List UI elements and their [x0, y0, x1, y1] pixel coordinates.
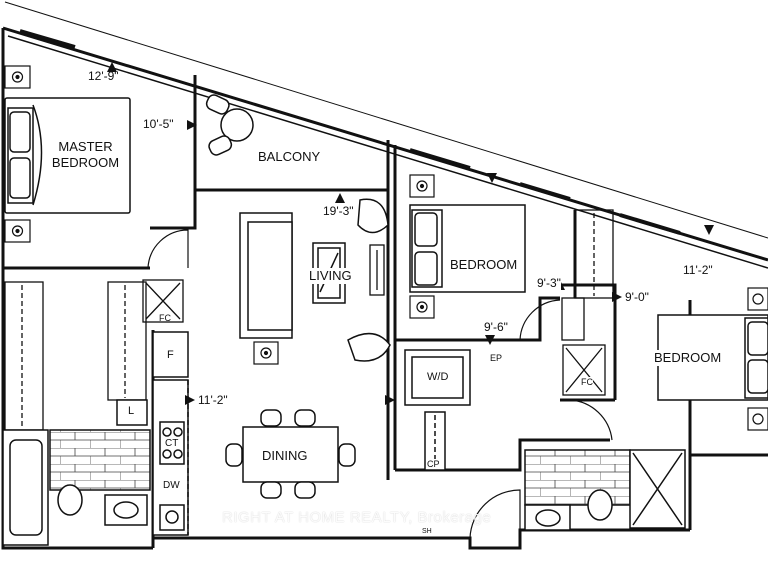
- washer-dryer-label: W/D: [427, 371, 449, 383]
- bathroom-1: [2, 429, 151, 546]
- dim-bedroom-right-depth: 9'-0": [625, 290, 649, 304]
- hall-door: [569, 399, 613, 441]
- dim-living-width: 19'-3": [323, 204, 354, 218]
- center-closet: [561, 209, 614, 341]
- master-door: [147, 229, 189, 269]
- living-label: LIVING: [309, 268, 352, 284]
- tv-console: [369, 244, 385, 296]
- master-bedroom-label: MASTER BEDROOM: [48, 139, 123, 171]
- dim-bedroom-right-width: 11'-2": [683, 263, 713, 277]
- dim-bedroom-center-a: 9'-3": [537, 276, 561, 290]
- fc-right-label: FC: [581, 377, 593, 387]
- dim-kitchen-length: 11'-2": [198, 393, 228, 407]
- entry-door: [469, 489, 521, 539]
- armchairs: [347, 198, 391, 362]
- right-fc: [562, 344, 606, 396]
- living-outlet: [253, 341, 279, 365]
- master-bed: [4, 97, 131, 214]
- balcony-label: BALCONY: [258, 149, 321, 164]
- dim-bedroom-center-b: 9'-6": [484, 320, 508, 334]
- bedroom-center-label: BEDROOM: [450, 257, 518, 273]
- center-bed: [409, 204, 526, 293]
- dining-set: [225, 409, 356, 499]
- cp-label: CP: [427, 459, 440, 469]
- nightstand-icons: [4, 65, 31, 243]
- right-outlets: [747, 287, 768, 431]
- linen-label: L: [128, 405, 135, 417]
- sofa: [239, 212, 293, 339]
- laundry: [404, 349, 471, 471]
- dining-label: DINING: [262, 448, 308, 464]
- center-outlets: [409, 174, 435, 319]
- master-bedroom-text: MASTER BEDROOM: [51, 139, 120, 170]
- ep-label: EP: [490, 353, 503, 363]
- bathroom-2: [524, 449, 686, 531]
- sh-label: SH: [422, 528, 432, 535]
- window-marks: [19, 29, 681, 235]
- cooktop-label: CT: [165, 438, 179, 449]
- bedroom-right-label: BEDROOM: [654, 350, 722, 366]
- fridge-label: F: [167, 349, 174, 361]
- dim-master-depth: 10'-5": [143, 117, 174, 131]
- dimension-arrows: [107, 62, 714, 405]
- dishwasher-label: DW: [163, 480, 180, 491]
- fc-left-label: FC: [159, 313, 171, 323]
- center-door: [519, 299, 561, 341]
- dim-master-width: 12'-9": [88, 69, 119, 83]
- kitchen-counter: [116, 331, 189, 536]
- balcony-furniture: [205, 94, 254, 156]
- watermark: RIGHT AT HOME REALTY, Brokerage: [222, 509, 492, 526]
